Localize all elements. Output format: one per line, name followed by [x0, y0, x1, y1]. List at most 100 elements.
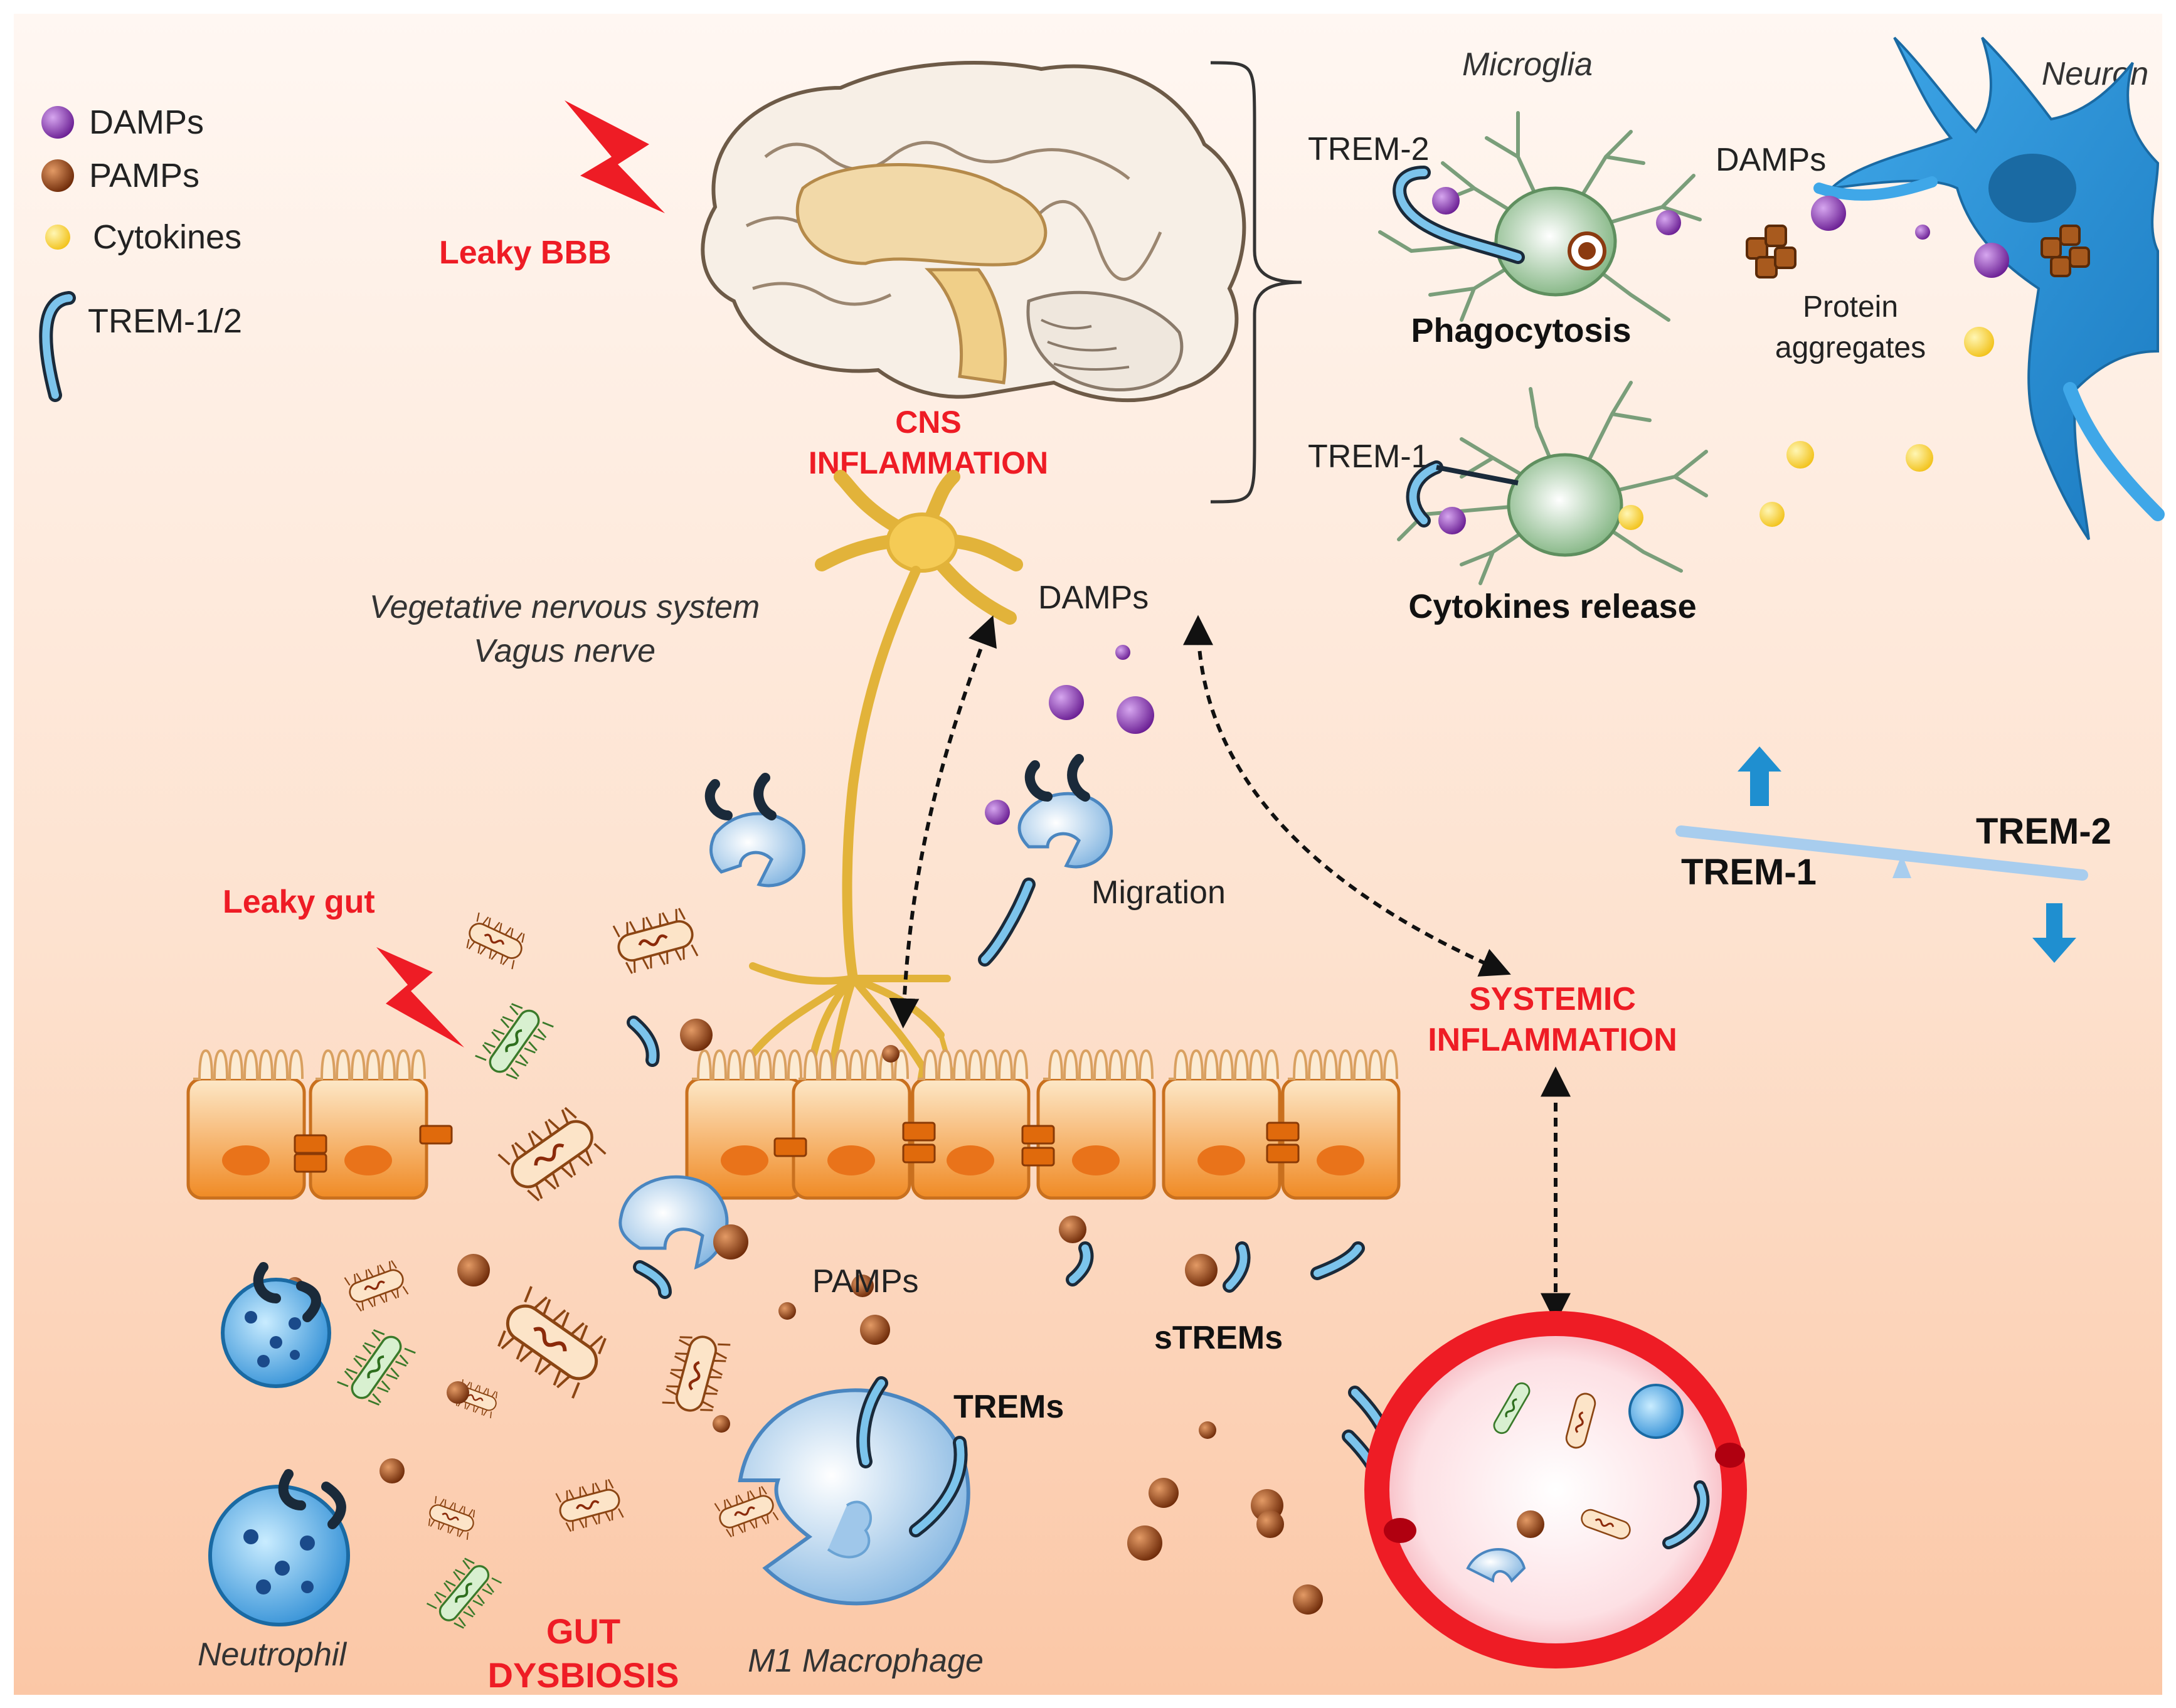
tight-junction: [1021, 1147, 1055, 1167]
bacterium-icon: [612, 908, 699, 974]
pamps-bottom-label: PAMPs: [812, 1263, 919, 1300]
pamp-particle: [1256, 1510, 1284, 1538]
neutrophil-label: Neutrophil: [198, 1636, 347, 1673]
macrophage-cell: [618, 1175, 729, 1270]
tight-junction: [773, 1137, 807, 1157]
vagus-dashed-arrow: [889, 615, 997, 1029]
bacterium-icon: [337, 1329, 416, 1406]
systemic-inflammation-line1: SYSTEMIC: [1469, 981, 1636, 1017]
bacterium-icon: [555, 1478, 624, 1532]
damp-particle: [1656, 210, 1681, 235]
pamp-particle: [713, 1224, 748, 1260]
protein-aggregates-line2: aggregates: [1775, 331, 1926, 364]
microglia-label: Microglia: [1462, 46, 1593, 83]
pamp-particle: [860, 1315, 890, 1345]
phagocytosis-label: Phagocytosis: [1411, 312, 1631, 349]
pamp-particle: [851, 1275, 874, 1297]
damps-top-label: DAMPs: [1716, 142, 1826, 178]
pamp-particle: [778, 1302, 796, 1320]
pamp-particle: [379, 1458, 405, 1483]
pamp-particle: [1185, 1254, 1218, 1286]
pamp-particle: [1127, 1525, 1162, 1561]
pamp-particle: [713, 1415, 730, 1433]
bacterium-icon: [344, 1260, 409, 1312]
migrating-macrophage: [985, 754, 1113, 869]
bacterium-icon: [475, 1003, 554, 1079]
migration-label: Migration: [1091, 874, 1226, 911]
bacterium-icon: [714, 1486, 779, 1537]
leaky-gut-label: Leaky gut: [223, 884, 375, 920]
legend-pamps: PAMPs: [89, 157, 199, 194]
damp-particle: [1915, 225, 1930, 240]
epithelial-cell: [792, 1049, 911, 1200]
trems-label: TREMs: [953, 1389, 1064, 1425]
bacterium-icon: [497, 1106, 607, 1202]
balance-trem1-label: TREM-1: [1681, 852, 1817, 893]
pamp-particle: [1149, 1478, 1179, 1508]
leaky-gut-lightning-icon: [376, 947, 464, 1048]
trem1-label: TREM-1: [1308, 438, 1430, 475]
tight-junction: [294, 1134, 327, 1154]
damp-particle: [1974, 243, 2009, 278]
systemic-dashed-arrow: [1183, 615, 1511, 977]
microglia-cytokine-release: [1397, 381, 1708, 585]
cytokine-particle: [1618, 505, 1643, 530]
damp-particle: [1115, 645, 1130, 660]
epithelial-cell: [309, 1049, 428, 1200]
pamp-particle: [1199, 1421, 1216, 1439]
legend-cytokines: Cytokines: [93, 218, 241, 256]
tight-junction: [902, 1122, 936, 1142]
bacterium-icon: [497, 1286, 607, 1399]
gut-epithelium: [186, 1049, 1401, 1200]
bacterium-icon: [662, 1331, 731, 1417]
protein-aggregates-line1: Protein: [1803, 290, 1898, 324]
m1-macrophage-label: M1 Macrophage: [748, 1643, 984, 1679]
damps-mid-label: DAMPs: [1038, 580, 1149, 616]
legend-trem: TREM-1/2: [88, 302, 242, 340]
trem2-down-arrow-icon: [2032, 903, 2076, 963]
neutrophil-cell: [221, 1262, 331, 1388]
bacterium-icon: [454, 1379, 499, 1419]
epithelial-cell: [1162, 1049, 1282, 1200]
tight-junction: [1021, 1125, 1055, 1145]
cytokine-particle: [1759, 502, 1785, 527]
damps-legend-icon: [41, 106, 74, 139]
pamp-particle: [1059, 1216, 1086, 1243]
gut-dysbiosis-line1: GUT: [546, 1611, 620, 1651]
pamp-particle: [447, 1381, 469, 1404]
m1-macrophage: [738, 1376, 970, 1606]
trem-balance: [1675, 746, 2088, 963]
damp-particle: [1049, 685, 1084, 720]
cytokines-legend-icon: [45, 225, 70, 250]
neuron-label: Neuron: [2042, 56, 2149, 92]
vagus-nerve-label: Vagus nerve: [474, 633, 655, 669]
pamp-particle: [882, 1045, 900, 1063]
tight-junction: [294, 1153, 327, 1173]
leaky-bbb-label: Leaky BBB: [439, 235, 612, 271]
legend-damps: DAMPs: [89, 103, 204, 141]
bacterium-icon: [427, 1496, 477, 1540]
pamps-legend-icon: [41, 159, 74, 192]
damp-particle: [1811, 196, 1846, 231]
cns-inflammation-line2: INFLAMMATION: [809, 445, 1048, 480]
leaky-bbb-lightning-icon: [565, 100, 665, 213]
balance-beam: [1675, 825, 2088, 881]
protein-aggregate-icon: [1746, 225, 1797, 278]
neutrophil-cell: [208, 1469, 350, 1626]
cytokine-particle: [1786, 441, 1814, 469]
epithelial-cell: [1281, 1049, 1401, 1200]
bacterium-icon: [465, 912, 526, 970]
cytokine-particle: [1906, 444, 1933, 472]
damp-particle: [1438, 507, 1466, 534]
tight-junction: [419, 1125, 453, 1145]
vegetative-nervous-system-label: Vegetative nervous system: [369, 589, 760, 625]
microglia-phagocytosis: [1378, 111, 1702, 322]
trem1-up-arrow-icon: [1738, 746, 1781, 806]
tight-junction: [902, 1143, 936, 1164]
neuron-illustration: [1813, 36, 2165, 541]
cns-inflammation-line1: CNS: [895, 405, 962, 440]
brain-illustration: [701, 61, 1246, 403]
trem2-label: TREM-2: [1308, 131, 1430, 167]
gut-dysbiosis-line2: DYSBIOSIS: [488, 1655, 679, 1695]
